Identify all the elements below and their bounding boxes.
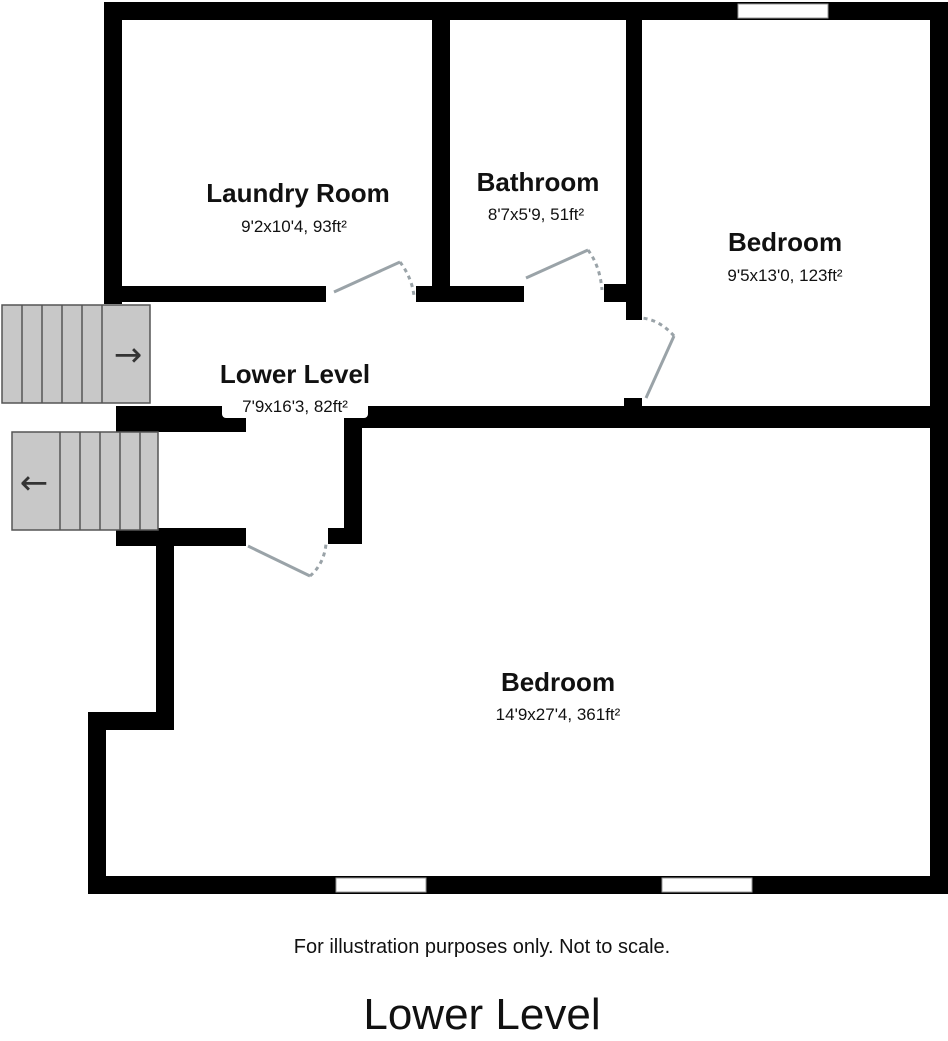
- stairs-up: →: [1, 304, 151, 404]
- bathroom-dims: 8'7x5'9, 51ft²: [488, 205, 585, 224]
- bedroom-large-dims: 14'9x27'4, 361ft²: [496, 705, 621, 724]
- wall-bedroom-divider: [344, 406, 948, 428]
- windows: [336, 4, 828, 892]
- floor-plan: → ← Laundry Room 9'2x10'4, 93ft² Bathroo…: [1, 2, 948, 894]
- door-bedroom-small-swing: [641, 316, 676, 337]
- wall-hall-stub: [328, 528, 362, 544]
- wall-top: [104, 2, 948, 20]
- lower-level-name: Lower Level: [220, 359, 370, 389]
- door-bedroom-small: [644, 335, 676, 399]
- wall-step-vertical: [156, 532, 174, 730]
- door-laundry: [333, 260, 401, 294]
- wall-bath-bedroom: [626, 2, 642, 320]
- wall-left-lower: [88, 712, 106, 894]
- stairs-down-arrow-icon: ←: [20, 463, 49, 503]
- door-bedroom-large: [247, 544, 311, 578]
- window-bottom-left: [336, 878, 426, 892]
- door-bathroom: [525, 248, 589, 280]
- stairs-down: ←: [11, 431, 159, 531]
- window-bottom-right: [662, 878, 752, 892]
- wall-left-upper: [104, 2, 122, 304]
- wall-right: [930, 2, 948, 894]
- bedroom-large-name: Bedroom: [501, 667, 615, 697]
- wall-laundry-bottom-right: [416, 286, 524, 302]
- wall-bottom: [88, 876, 948, 894]
- bathroom-name: Bathroom: [477, 167, 600, 197]
- walls: [88, 2, 948, 894]
- window-bottom-right-frame: [661, 877, 753, 893]
- wall-hall-vertical: [344, 406, 362, 544]
- stairs-up-arrow-icon: →: [114, 335, 143, 375]
- level-title: Lower Level: [363, 990, 601, 1039]
- wall-laundry-bottom-left: [104, 286, 326, 302]
- door-laundry-swing: [398, 261, 416, 297]
- wall-step-horizontal: [88, 712, 174, 730]
- lower-level-dims: 7'9x16'3, 82ft²: [242, 397, 348, 416]
- window-bottom-left-frame: [335, 877, 427, 893]
- door-bathroom-swing: [586, 249, 604, 291]
- laundry-room-name: Laundry Room: [206, 178, 389, 208]
- wall-hall-bottom-left: [116, 528, 246, 546]
- wall-laundry-bath: [432, 2, 450, 302]
- disclaimer-text: For illustration purposes only. Not to s…: [293, 936, 671, 958]
- doors: [247, 248, 676, 578]
- wall-bath-bottom-right: [604, 284, 642, 302]
- laundry-room-dims: 9'2x10'4, 93ft²: [241, 217, 347, 236]
- window-top-bedroom: [738, 4, 828, 18]
- bedroom-small-dims: 9'5x13'0, 123ft²: [727, 266, 843, 285]
- lower-level-dims-backdrop: [222, 396, 368, 418]
- bedroom-small-name: Bedroom: [728, 227, 842, 257]
- window-top-bedroom-frame: [737, 3, 829, 19]
- door-bedroom-large-swing: [308, 543, 328, 578]
